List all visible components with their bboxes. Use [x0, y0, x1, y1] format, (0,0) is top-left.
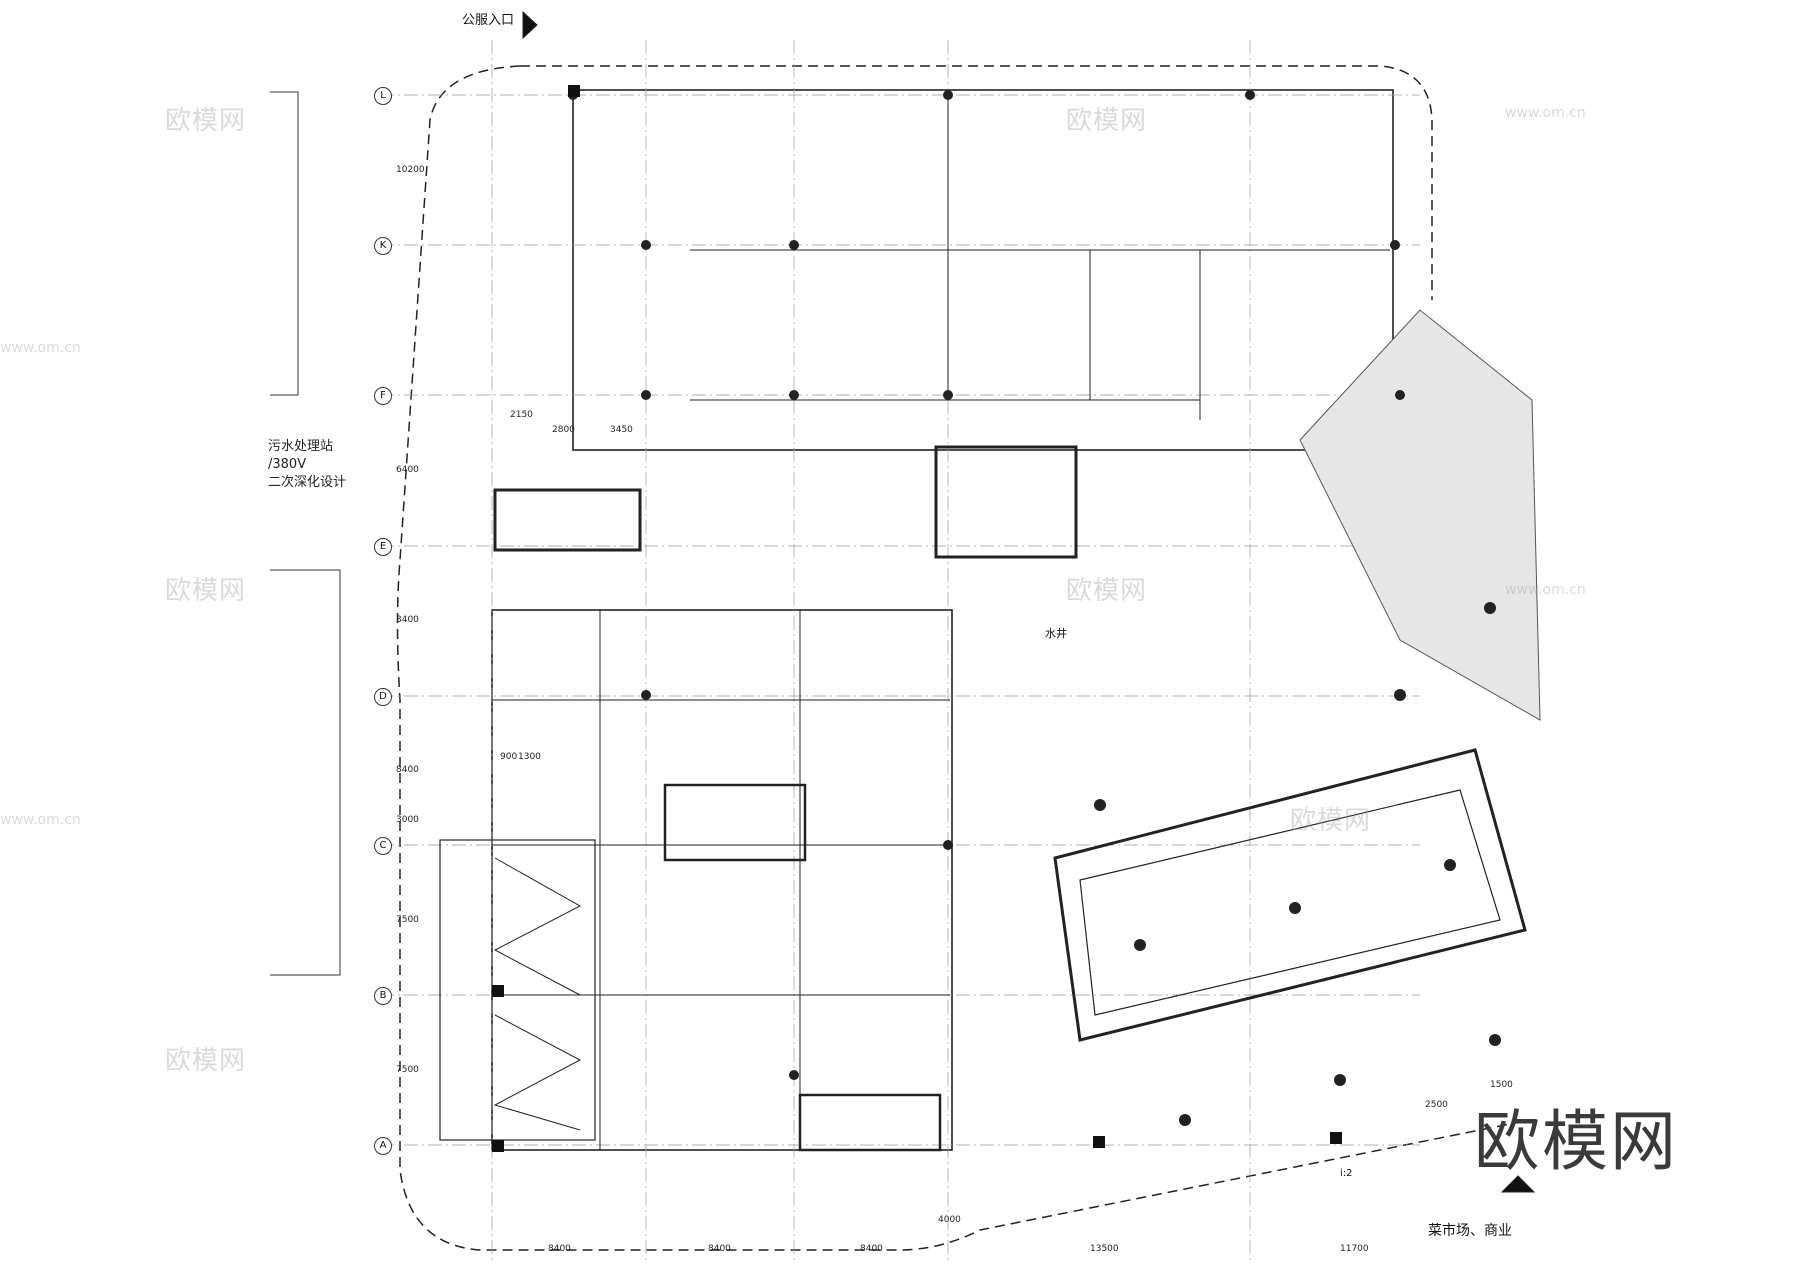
- dim-misc-5: 4000: [938, 1215, 961, 1225]
- grid-axis-D: D: [374, 688, 392, 706]
- dim-misc-2: 3450: [610, 425, 633, 435]
- note-line-1: 污水处理站: [268, 439, 334, 454]
- dim-bottom-4: 11700: [1340, 1244, 1369, 1254]
- dim-bottom-0: 8400: [548, 1244, 571, 1254]
- grid-axis-K: K: [374, 237, 392, 255]
- dim-left-1: 6400: [396, 465, 419, 475]
- watermark-url-2: www.om.cn: [0, 812, 81, 828]
- note-line-2: /380V: [268, 457, 307, 472]
- dim-left-6: 7500: [396, 1065, 419, 1075]
- water-well-label: 水井: [1045, 627, 1067, 640]
- watermark-6: 欧模网: [1290, 806, 1372, 836]
- grid-axis-E: E: [374, 538, 392, 556]
- dim-bottom-3: 13500: [1090, 1244, 1119, 1254]
- watermark-url-1: www.om.cn: [0, 340, 81, 356]
- watermark-5: 欧模网: [1066, 576, 1148, 606]
- note-line-3: 二次深化设计: [268, 475, 347, 490]
- dim-left-4: 3000: [396, 815, 419, 825]
- dim-misc-6: 1500: [1490, 1080, 1513, 1090]
- dim-misc-4: 1300: [518, 752, 541, 762]
- dim-left-3: 8400: [396, 765, 419, 775]
- dim-left-2: 3400: [396, 615, 419, 625]
- brand-watermark: 欧模网: [1474, 1103, 1678, 1180]
- dim-misc-7: 2500: [1425, 1100, 1448, 1110]
- dim-bottom-2: 8400: [860, 1244, 883, 1254]
- dim-misc-0: 2150: [510, 410, 533, 420]
- grid-axis-L: L: [374, 87, 392, 105]
- grid-axis-A: A: [374, 1137, 392, 1155]
- dim-left-0: 10200: [396, 165, 425, 175]
- watermark-url-3: www.om.cn: [1505, 105, 1586, 121]
- market-label: 菜市场、商业: [1428, 1223, 1512, 1239]
- watermark-url-4: www.om.cn: [1505, 582, 1586, 598]
- dim-misc-3: 900: [500, 752, 518, 762]
- grid-axis-F: F: [374, 387, 392, 405]
- dim-bottom-1: 8400: [708, 1244, 731, 1254]
- dim-left-5: 7500: [396, 915, 419, 925]
- watermark-1: 欧模网: [165, 106, 247, 136]
- dim-misc-1: 2800: [552, 425, 575, 435]
- watermark-4: 欧模网: [1066, 106, 1148, 136]
- watermark-3: 欧模网: [165, 1046, 247, 1076]
- market-roof: [1053, 748, 1527, 1042]
- site-boundary: [396, 65, 1531, 1251]
- watermark-2: 欧模网: [165, 576, 247, 606]
- roof-slope-label: i:2: [1340, 1168, 1353, 1179]
- public-entrance-label: 公服入口: [462, 13, 515, 28]
- grid-axis-C: C: [374, 837, 392, 855]
- grid-axis-B: B: [374, 987, 392, 1005]
